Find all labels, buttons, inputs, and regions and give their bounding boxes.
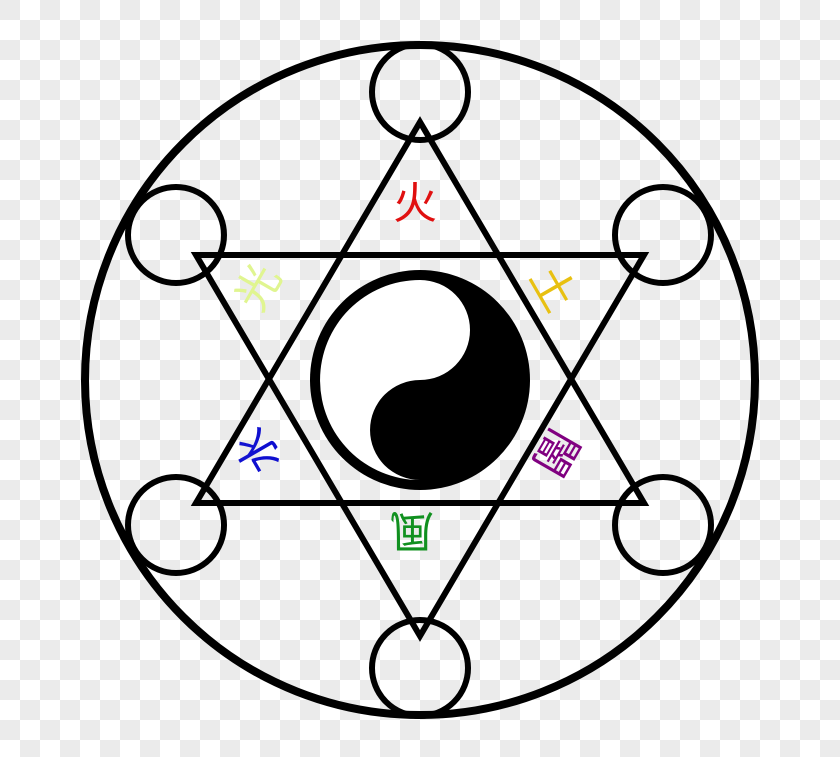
node-circle-upper-right <box>612 184 714 286</box>
upward-triangle <box>190 116 650 506</box>
node-circle-bottom <box>369 617 471 719</box>
yin-yang-icon <box>310 270 530 490</box>
fire-glyph: 火 <box>393 178 437 229</box>
node-circle-top <box>369 41 471 143</box>
node-circles <box>125 41 714 719</box>
node-circle-upper-left <box>125 184 227 286</box>
wind-glyph: 風 <box>390 505 434 556</box>
node-circle-lower-left <box>125 474 227 576</box>
downward-triangle <box>190 252 650 642</box>
node-circle-lower-right <box>612 474 714 576</box>
